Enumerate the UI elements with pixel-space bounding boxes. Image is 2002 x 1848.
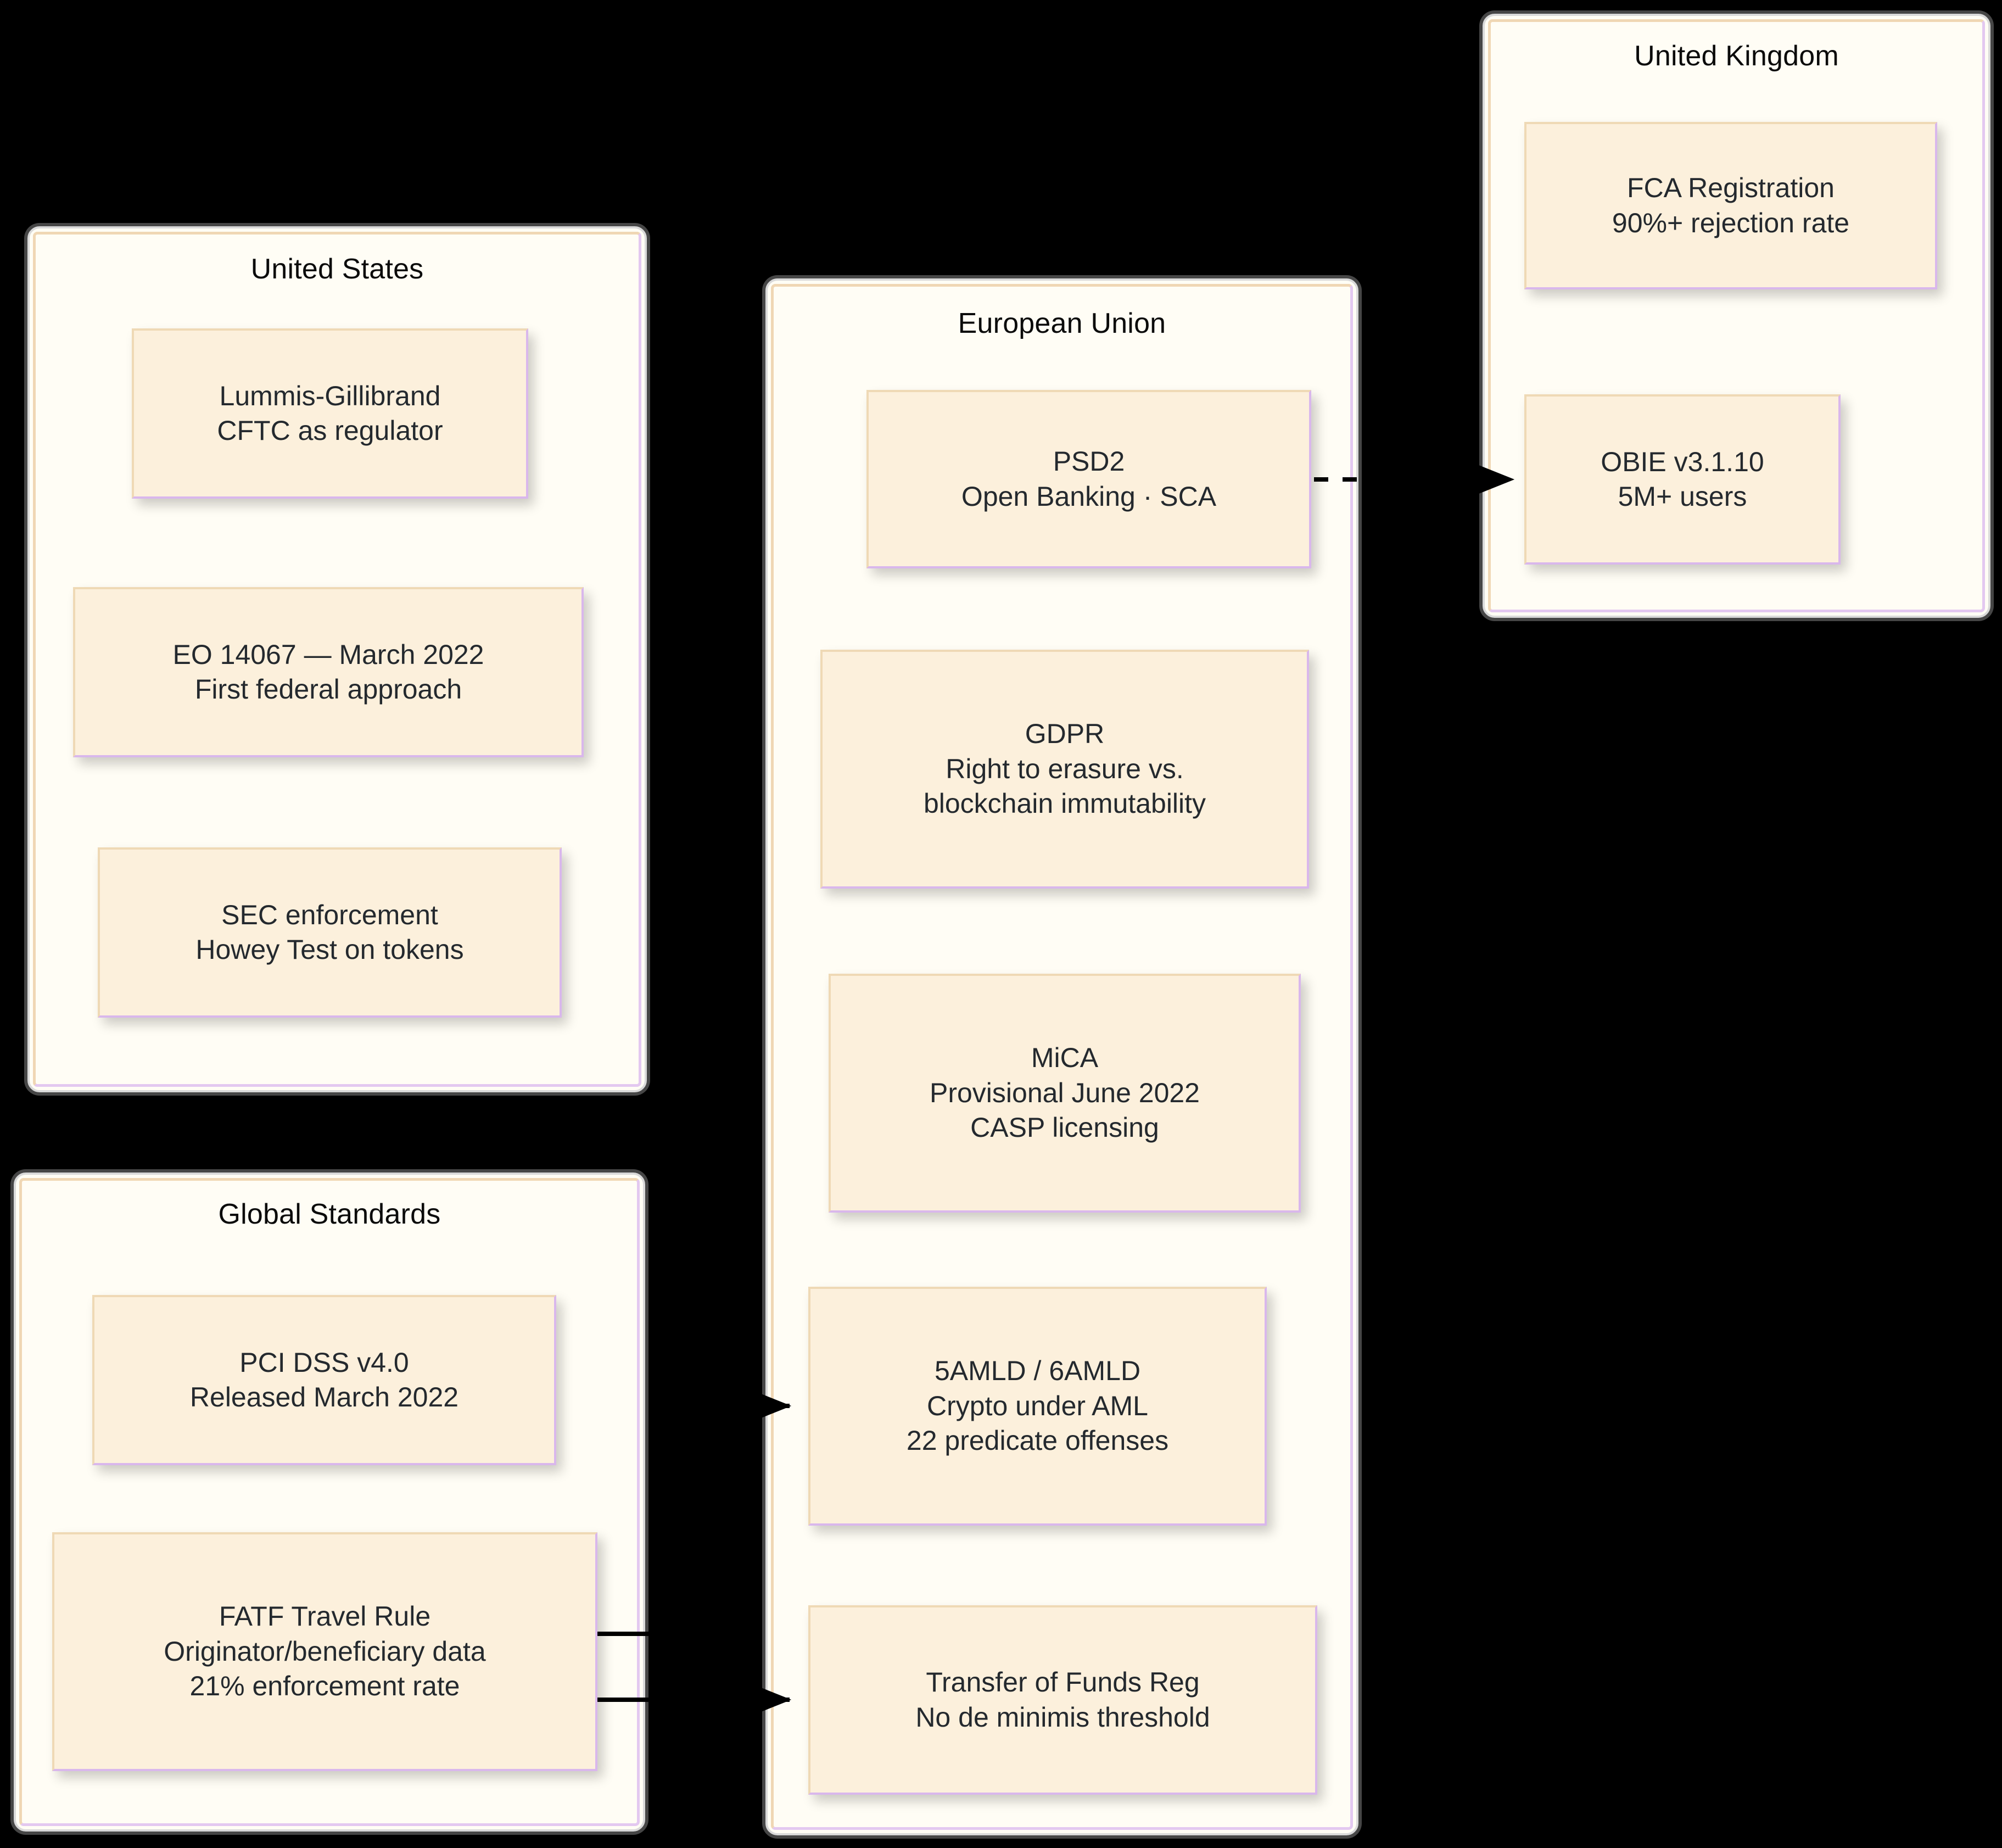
node-fca-registration[interactable]: FCA Registration 90%+ rejection rate [1524,122,1937,289]
node-line: GDPR [1025,718,1105,750]
node-line: No de minimis threshold [915,1701,1210,1733]
node-pci-dss[interactable]: PCI DSS v4.0 Released March 2022 [92,1295,556,1465]
cluster-title-united-kingdom: United Kingdom [1634,40,1839,72]
node-line: First federal approach [194,674,462,705]
node-gdpr[interactable]: GDPR Right to erasure vs. blockchain imm… [820,650,1309,889]
node-line: 5M+ users [1618,481,1747,512]
node-line: Right to erasure vs. [946,753,1184,784]
node-line: PSD2 [1053,446,1125,477]
node-sec-enforcement[interactable]: SEC enforcement Howey Test on tokens [98,847,562,1018]
node-line: FATF Travel Rule [219,1601,431,1632]
node-transfer-of-funds-reg[interactable]: Transfer of Funds Reg No de minimis thre… [808,1605,1317,1795]
node-line: 5AMLD / 6AMLD [934,1355,1141,1387]
node-line: blockchain immutability [923,788,1206,819]
node-line: Transfer of Funds Reg [926,1667,1200,1698]
node-line: FCA Registration [1627,172,1835,203]
node-line: CFTC as regulator [217,415,443,446]
node-line: Originator/beneficiary data [164,1635,486,1667]
node-line: SEC enforcement [221,899,438,930]
node-fatf-travel-rule[interactable]: FATF Travel Rule Originator/beneficiary … [52,1532,597,1771]
node-eo-14067[interactable]: EO 14067 — March 2022 First federal appr… [73,587,584,757]
node-line: PCI DSS v4.0 [239,1347,409,1378]
node-5amld-6amld[interactable]: 5AMLD / 6AMLD Crypto under AML 22 predic… [808,1287,1267,1526]
node-line: OBIE v3.1.10 [1601,446,1764,477]
cluster-title-united-states: United States [250,253,424,285]
node-line: EO 14067 — March 2022 [172,639,484,670]
node-line: Crypto under AML [927,1390,1148,1421]
cluster-title-global-standards: Global Standards [218,1198,441,1230]
node-line: MiCA [1031,1042,1099,1074]
node-line: Released March 2022 [189,1382,459,1412]
node-line: 21% enforcement rate [189,1671,460,1702]
node-line: Howey Test on tokens [195,934,464,965]
node-line: 22 predicate offenses [906,1425,1169,1456]
node-line: 90%+ rejection rate [1612,207,1850,238]
node-lummis-gillibrand[interactable]: Lummis-Gillibrand CFTC as regulator [132,328,528,499]
node-obie[interactable]: OBIE v3.1.10 5M+ users [1524,394,1841,565]
node-mica[interactable]: MiCA Provisional June 2022 CASP licensin… [829,974,1301,1213]
node-line: Lummis-Gillibrand [219,380,441,411]
cluster-title-european-union: European Union [958,308,1166,339]
node-line: CASP licensing [970,1112,1159,1143]
node-psd2[interactable]: PSD2 Open Banking · SCA [866,390,1311,568]
node-line: Provisional June 2022 [930,1077,1200,1108]
node-line: Open Banking · SCA [961,481,1217,512]
